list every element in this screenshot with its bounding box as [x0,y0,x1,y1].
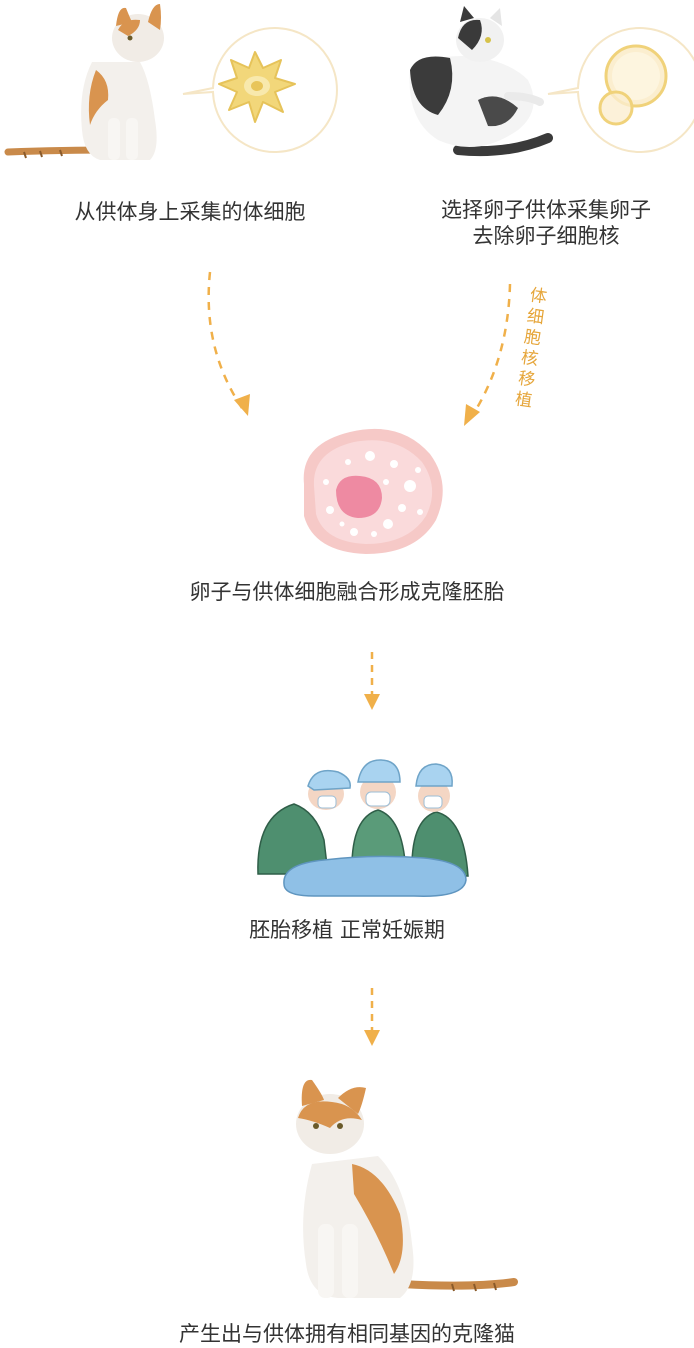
fusion-label: 卵子与供体细胞融合形成克隆胚胎 [189,580,505,604]
egg-cell-icon [598,44,668,126]
egg-donor-cat-patch-2 [478,96,518,127]
arrow-line [470,283,512,417]
arrow-right-to-embryo [464,283,512,426]
donor-cat-front-leg-2 [126,118,138,160]
surgeon-middle-cap [357,759,401,783]
egg-donor-cat-patch-1 [410,56,453,115]
arrow-head [464,404,480,426]
somatic-cell-icon [218,51,296,123]
clone-cat-image [296,1079,518,1298]
clone-cat-tail [398,1278,518,1290]
arrow-line [207,271,244,409]
clone-cat-front-leg [318,1224,334,1298]
clone-cat-front-leg-2 [342,1224,358,1298]
clone-cat-eye-left [313,1123,319,1129]
egg-label-line1: 选择卵子供体采集卵子 [441,198,651,222]
donor-cell-label: 从供体身上采集的体细胞 [74,200,306,224]
egg-donor-cat-image [409,6,553,157]
egg-donor-cat-ear-right [490,8,502,26]
donor-cat-eye [127,35,133,41]
clone-cat-ear-left [301,1079,324,1106]
donor-cat-front-leg [108,118,120,160]
arrow-head [234,394,250,416]
surgeon-right-mask [423,795,443,809]
clone-cat-tail-stripes [451,1282,497,1292]
implant-label: 胚胎移植 正常妊娠期 [249,918,445,942]
egg-donor-cat-eye [485,37,491,43]
embryo-nucleus [336,475,382,518]
egg-cell-bubble [547,27,694,153]
result-label: 产生出与供体拥有相同基因的克隆猫 [179,1322,515,1346]
surgeon-left-gown [257,803,329,875]
surgeon-middle-mask [365,791,391,807]
surgeon-left-cap [307,769,351,791]
egg-donor-cat-face-patch [458,19,482,50]
donor-cat-image [4,4,164,160]
arrow-head [364,1030,380,1046]
clone-cat-eye-right [337,1123,343,1129]
egg-donor-cat-paw [504,92,544,106]
donor-cat-face-patch [118,19,140,36]
transfer-char: 植 [513,389,534,412]
somatic-cell-bubble [182,27,338,153]
donor-cat-back-patch [88,70,109,125]
surgeon-right-cap [415,763,453,787]
donor-cat-ear-right [148,4,161,30]
arrow-left-to-embryo [207,271,250,416]
embryo-cell-icon [303,428,443,554]
arrow-to-implant [364,652,380,710]
clone-cat-face-patch [298,1101,362,1128]
surgeons-icon [257,759,469,897]
donor-cat-tail-stripes [23,149,63,159]
egg-donor-cat-ear-left [460,6,474,22]
egg-label-line2: 去除卵子细胞核 [472,224,620,248]
arrow-to-result [364,988,380,1046]
embryo-vesicles [323,451,423,537]
arrow-head [364,694,380,710]
surgical-drape [283,855,467,897]
clone-cat-back-patch [352,1164,403,1274]
egg-donor-cat-tail [453,133,553,157]
surgeon-left-mask [317,795,337,809]
clone-cat-ear-right [338,1087,366,1114]
